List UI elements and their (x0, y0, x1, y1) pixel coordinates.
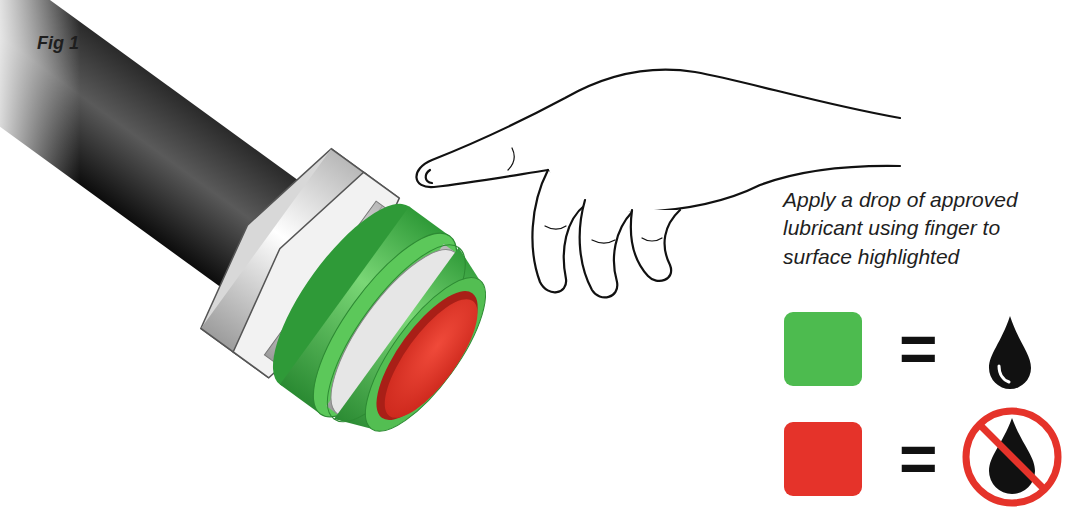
oil-drop-icon (989, 316, 1031, 389)
curled-finger (532, 170, 585, 292)
legend-swatch (784, 422, 862, 496)
knuckle-crease (592, 240, 615, 243)
cable-fade (0, 0, 160, 260)
fingernail (426, 170, 432, 183)
knuckle-crease (545, 226, 566, 229)
red-actuator-rim (359, 277, 495, 435)
knuckle-crease (642, 238, 662, 241)
drop-highlight (999, 366, 1009, 382)
legend-swatch (784, 312, 862, 386)
push-button (0, 0, 517, 463)
figure-title: Fig 1 (37, 33, 79, 54)
no-oil-icon (966, 411, 1058, 503)
prohibition-circle (966, 411, 1058, 503)
curled-finger (631, 210, 680, 281)
instruction-note: Apply a drop of approved lubricant using… (783, 186, 1065, 271)
oil-drop (989, 316, 1031, 389)
green-collar-face (345, 261, 505, 447)
red-actuator-face (369, 286, 493, 430)
curled-finger (580, 200, 632, 297)
legend-equals: = (899, 422, 938, 496)
knuckle-crease (508, 148, 514, 170)
legend-equals: = (899, 312, 938, 386)
prohibition-slash (980, 425, 1044, 489)
